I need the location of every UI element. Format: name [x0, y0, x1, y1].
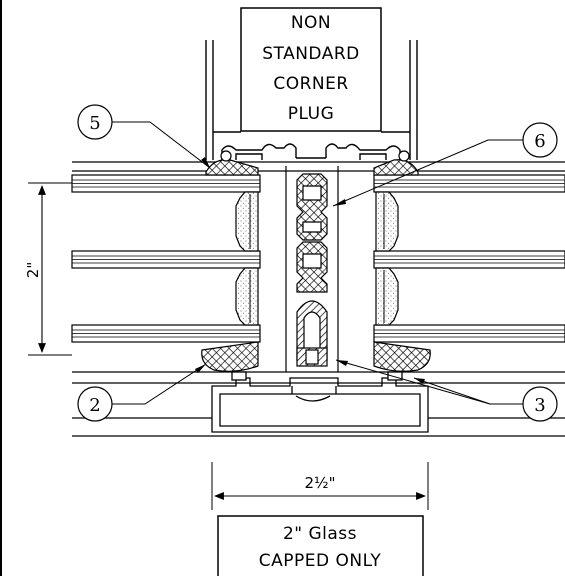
bottom-label-box — [217, 515, 424, 576]
glass-spacers — [235, 191, 399, 326]
top-label-line-2: STANDARD — [262, 44, 360, 64]
top-label-line-1: NON — [291, 13, 331, 33]
width-dimension: 2½" — [211, 462, 429, 510]
height-dimension: 2" — [24, 182, 72, 356]
top-label-line-4: PLUG — [288, 104, 335, 124]
callout-2-number: 2 — [89, 395, 100, 416]
callout-3-number: 3 — [534, 395, 545, 416]
callout-5: 5 — [77, 104, 211, 169]
top-label-line-3: CORNER — [273, 74, 348, 94]
bottom-cap — [211, 371, 429, 433]
bottom-label-line-2: CAPPED ONLY — [259, 551, 382, 571]
top-label-box — [240, 7, 382, 132]
width-dimension-label: 2½" — [305, 474, 336, 492]
mullion-upper-profile — [205, 40, 418, 160]
top-gaskets — [205, 150, 419, 176]
spacer-edges — [249, 194, 385, 323]
callout-6-number: 6 — [534, 131, 545, 152]
glass-left — [71, 174, 261, 343]
bottom-label-line-1: 2" Glass — [283, 524, 357, 544]
bottom-gaskets — [201, 341, 431, 372]
callout-6: 6 — [332, 122, 558, 207]
height-dimension-label: 2" — [24, 262, 42, 278]
callout-5-number: 5 — [89, 113, 100, 134]
callout-3: 3 — [335, 359, 558, 422]
callout-2: 2 — [77, 363, 207, 422]
corner-plug — [285, 166, 339, 372]
reference-lines — [72, 161, 565, 437]
glass-right — [373, 174, 565, 343]
